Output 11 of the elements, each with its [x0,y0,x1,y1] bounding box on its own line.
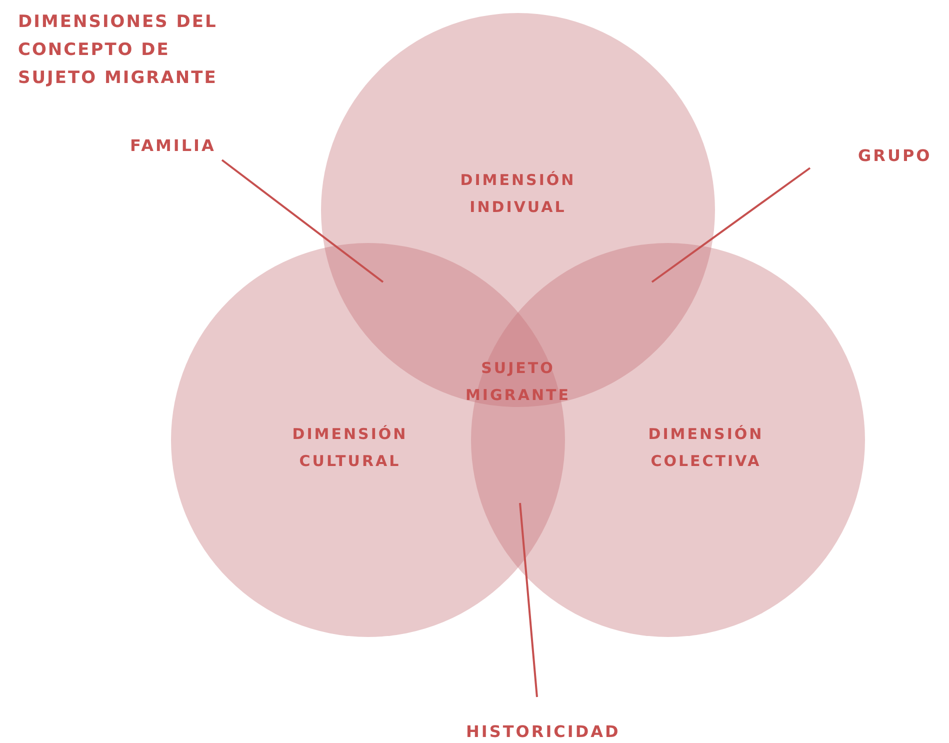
leader-line [651,167,811,283]
callout-label: HISTORICIDAD [466,722,620,741]
circle-label: DIMENSIÓN CULTURAL [291,424,409,472]
center-label: SUJETO MIGRANTE [464,358,572,406]
callout-label: GRUPO [858,146,932,165]
circle-label: DIMENSIÓN INDIVUAL [459,170,577,218]
leader-line [221,159,384,283]
circle-label: DIMENSIÓN COLECTIVA [647,424,765,472]
leader-line [519,502,538,698]
diagram-title: DIMENSIONES DEL CONCEPTO DE SUJETO MIGRANTE [18,11,218,90]
callout-label: FAMILIA [130,136,216,155]
